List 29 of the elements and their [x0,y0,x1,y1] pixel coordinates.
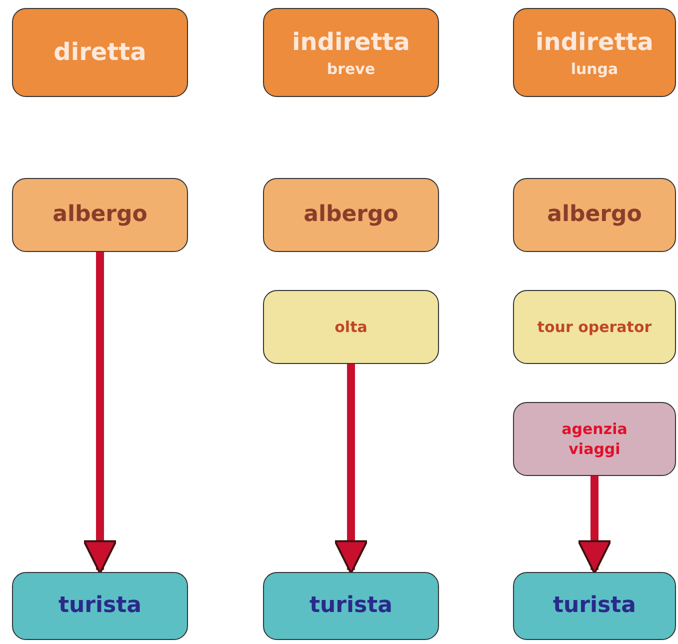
box-title: diretta [54,37,146,68]
process-box [513,290,676,364]
box-subtitle: lunga [570,58,618,79]
process-box [263,572,439,640]
process-box [513,402,676,476]
heading-box [263,8,439,97]
heading-box [12,8,188,97]
box-title: indiretta [536,27,654,58]
box-title: olta [334,316,368,338]
box-title: indiretta [292,27,410,58]
box-title: turista [58,592,142,620]
process-box [513,178,676,252]
box-title: tour operator [537,316,652,338]
process-box [513,572,676,640]
box-title: agenzia viaggi [560,418,628,460]
box-title: turista [552,592,636,620]
box-title: albergo [547,201,642,230]
box-title: albergo [52,201,148,230]
process-box [12,178,188,252]
process-box [263,178,439,252]
arrow [578,476,612,574]
process-box [12,572,188,640]
box-subtitle: breve [326,58,376,79]
arrow [334,364,368,574]
box-title: albergo [304,201,398,230]
arrow [83,252,117,574]
heading-box [513,8,676,97]
process-box [263,290,439,364]
box-title: turista [309,592,393,620]
